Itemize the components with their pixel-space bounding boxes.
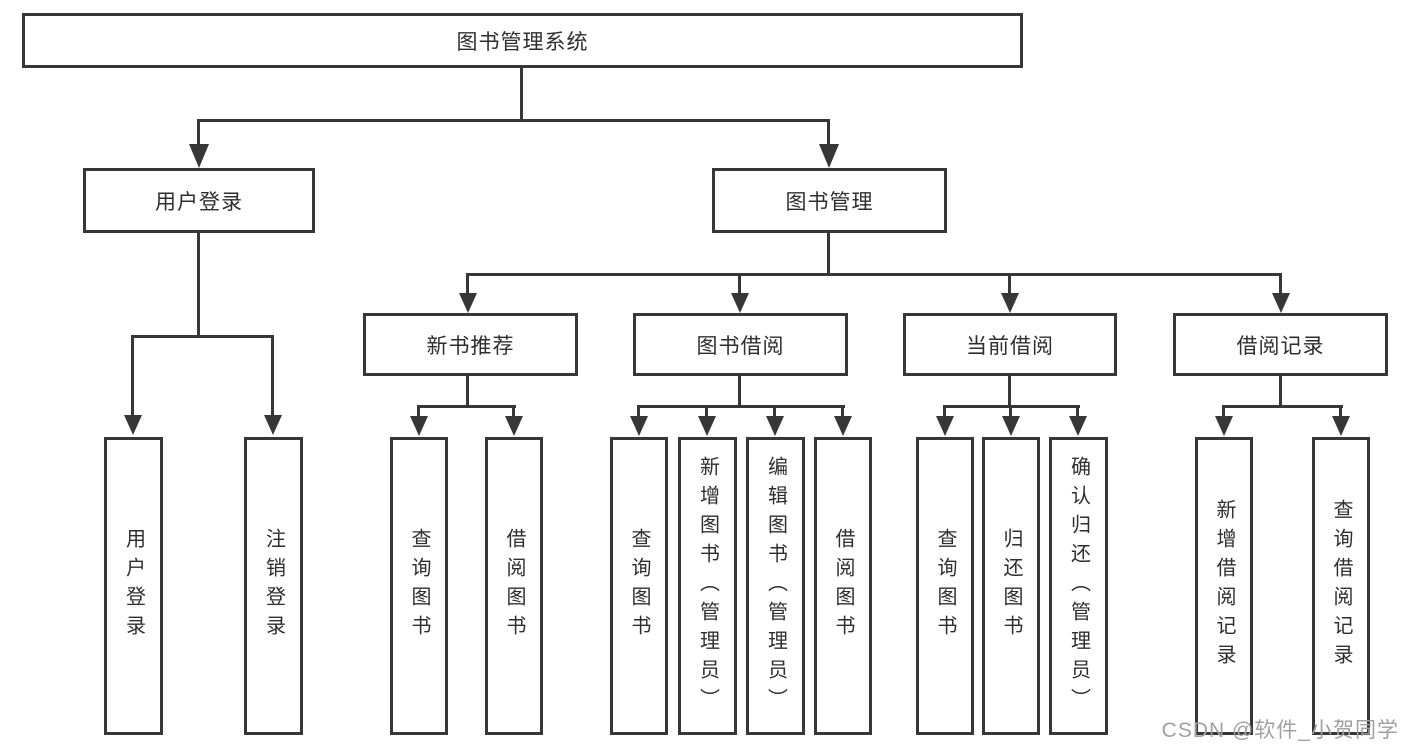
node-borrow-record-label: 借阅记录 [1236,334,1325,358]
arrowhead-current-borrow [1001,293,1019,313]
connector-arrow-shaft [1279,273,1282,295]
connector-arrow-shaft [738,273,741,295]
connector-arrow-shaft [637,405,640,417]
connector-arrow-shaft [271,335,274,416]
connector-arrow-shaft [827,119,830,146]
leaf-newbook-query-books: 查询图书 [390,437,448,735]
leaf-user-login: 用户登录 [104,437,163,735]
arrowhead-new-book-recommend [459,293,477,313]
leaf-add-books-admin-label: 新增图书（管理员） [696,455,719,717]
arrowhead-book-borrow [731,293,749,313]
arrowhead-leaf [1069,416,1087,436]
connector-borrowrecord-stem [1279,374,1282,407]
leaf-newbook-query-books-label: 查询图书 [408,528,430,644]
arrowhead-leaf [936,416,954,436]
arrowhead-leaf [410,416,428,436]
node-borrow-record: 借阅记录 [1173,313,1388,376]
node-new-book-recommend-label: 新书推荐 [426,334,515,358]
connector-user-login-bar [131,335,274,338]
node-book-borrow: 图书借阅 [633,313,848,376]
node-user-login-label: 用户登录 [155,190,243,214]
arrowhead-leaf [1002,416,1020,436]
leaf-logout-label: 注销登录 [262,528,285,644]
leaf-add-books-admin: 新增图书（管理员） [678,437,737,735]
arrowhead-leaf [1215,416,1233,436]
connector-bookborrow-stem [738,374,741,407]
arrowhead-leaf [834,416,852,436]
connector-arrow-shaft [841,405,844,417]
arrowhead-leaf-logout [264,415,282,435]
node-root-label: 图书管理系统 [456,30,589,54]
arrowhead-leaf [766,416,784,436]
node-book-borrow-label: 图书借阅 [696,334,785,358]
connector-arrow-shaft [705,405,708,417]
arrowhead-user-login [189,144,209,168]
connector-currentborrow-stem [1008,374,1011,407]
connector-arrow-shaft [512,405,515,417]
leaf-borrow-books-label: 借阅图书 [832,528,854,644]
leaf-add-borrow-record-label: 新增借阅记录 [1213,499,1235,673]
connector-arrow-shaft [1076,405,1079,417]
arrowhead-leaf-user-login [124,415,142,435]
connector-arrow-shaft [197,119,200,146]
leaf-edit-books-admin: 编辑图书（管理员） [746,437,805,735]
leaf-borrow-query-books-label: 查询图书 [628,528,650,644]
connector-user-login-stem [197,230,200,335]
node-new-book-recommend: 新书推荐 [363,313,578,376]
connector-arrow-shaft [1339,405,1342,417]
leaf-borrow-books: 借阅图书 [814,437,872,735]
leaf-logout: 注销登录 [244,437,303,735]
connector-level3-bar [466,273,1282,276]
connector-arrow-shaft [131,335,134,416]
leaf-add-borrow-record: 新增借阅记录 [1195,437,1253,735]
arrowhead-borrow-record [1272,293,1290,313]
node-current-borrow: 当前借阅 [903,313,1117,376]
leaf-newbook-borrow-books-label: 借阅图书 [503,528,525,644]
connector-newbook-stem [466,374,469,407]
connector-arrow-shaft [466,273,469,295]
leaf-return-books-label: 归还图书 [1000,528,1022,644]
arrowhead-leaf [505,416,523,436]
connector-newbook-bar [417,405,516,408]
connector-arrow-shaft [1009,405,1012,417]
leaf-confirm-return-admin-label: 确认归还（管理员） [1067,455,1090,717]
arrowhead-leaf [1332,416,1350,436]
node-book-management: 图书管理 [712,168,947,233]
node-root: 图书管理系统 [22,13,1023,68]
arrowhead-book-management [819,144,839,168]
leaf-return-books: 归还图书 [982,437,1040,735]
arrowhead-leaf [630,416,648,436]
leaf-borrow-query-books: 查询图书 [610,437,668,735]
leaf-user-login-label: 用户登录 [122,528,145,644]
leaf-current-query-books: 查询图书 [916,437,974,735]
leaf-current-query-books-label: 查询图书 [934,528,956,644]
connector-borrowrecord-bar [1222,405,1343,408]
connector-root-stem [520,66,523,119]
connector-arrow-shaft [773,405,776,417]
connector-bookborrow-bar [637,405,845,408]
leaf-edit-books-admin-label: 编辑图书（管理员） [764,455,787,717]
connector-arrow-shaft [943,405,946,417]
leaf-newbook-borrow-books: 借阅图书 [485,437,543,735]
csdn-watermark: CSDN @软件_小贺同学 [1161,719,1399,742]
connector-level2-bar [197,119,830,122]
arrowhead-leaf [698,416,716,436]
node-book-management-label: 图书管理 [785,190,874,214]
node-user-login: 用户登录 [83,168,315,233]
connector-arrow-shaft [417,405,420,417]
connector-arrow-shaft [1222,405,1225,417]
leaf-confirm-return-admin: 确认归还（管理员） [1049,437,1108,735]
leaf-query-borrow-record: 查询借阅记录 [1312,437,1370,735]
node-current-borrow-label: 当前借阅 [966,334,1054,358]
leaf-query-borrow-record-label: 查询借阅记录 [1330,499,1352,673]
connector-arrow-shaft [1008,273,1011,295]
connector-book-management-stem [827,231,830,273]
